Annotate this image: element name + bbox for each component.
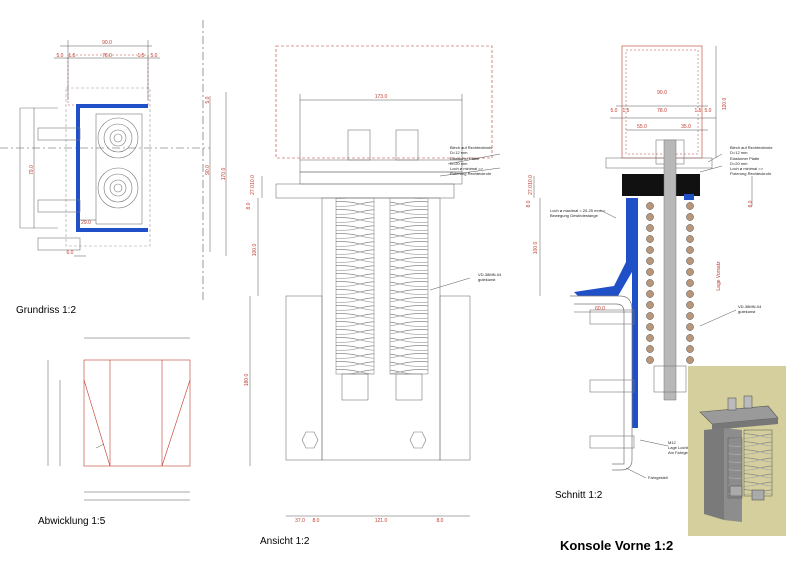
coil-section-right	[686, 246, 694, 254]
dim-g-79: 79.0	[29, 165, 35, 175]
dim-s-27: 27.0	[528, 185, 534, 195]
coil-section-right	[686, 279, 694, 287]
schnitt-view: 90.0 5.0 1.5 78.0 1.5 5.0 55.0 35.0 120.…	[526, 45, 774, 480]
ansicht-label: Ansicht 1:2	[260, 536, 310, 547]
spring-right-elev	[389, 197, 429, 375]
coil-section-left	[646, 257, 654, 265]
coil-section-left	[646, 224, 654, 232]
blue-bracket-section	[574, 198, 638, 428]
dim-s-5a: 5.0	[611, 108, 618, 114]
dim-g-6: 6.0	[67, 250, 74, 256]
coil-section-left	[646, 312, 654, 320]
spring-plan-top	[97, 117, 139, 159]
coil-section-left	[646, 356, 654, 364]
dim-s-10: 10.0	[528, 175, 534, 185]
coil-section-right	[686, 268, 694, 276]
dim-s-15a: 1.5	[623, 108, 630, 114]
note-s-loch: Loch ø maximal = 20-25 mm=> Bewegung Gew…	[550, 208, 607, 218]
dim-g-78: 78.0	[102, 53, 112, 59]
dim-g-15b: 1.5	[138, 53, 145, 59]
dim-a-121: 121.0	[375, 518, 388, 524]
coil-section-right	[686, 202, 694, 210]
dim-a-8b: 8.0	[313, 518, 320, 524]
note-s-vd: VD-38MN-04 gutekunst	[738, 304, 762, 314]
note-s-elast: Elastomer Platte D=20 mm Loch ø minimal …	[730, 156, 772, 176]
spring-left-elev	[335, 197, 375, 375]
dim-s-60: 60.0	[595, 306, 605, 312]
coil-section-left	[646, 290, 654, 298]
coil-section-right	[686, 235, 694, 243]
abwicklung-label: Abwicklung 1:5	[38, 516, 106, 527]
grundriss-view: 90.0 5.0 1.5 78.0 1.5 5.0 79.0 29.0 5.0 …	[0, 20, 227, 300]
coil-section-right	[686, 224, 694, 232]
dim-s-8r: 8.0	[748, 200, 754, 207]
note-s-blech: Blech auf Rechtecktrohr D=12 mm	[730, 145, 774, 155]
dim-a-8c: 8.0	[437, 518, 444, 524]
dim-a-37: 37.0	[295, 518, 305, 524]
dim-a-10: 10.0	[250, 175, 256, 185]
abwicklung-view	[47, 337, 191, 501]
coil-section-right	[686, 290, 694, 298]
dim-g-5b: 5.0	[151, 53, 158, 59]
dim-a-180: 180.0	[244, 374, 250, 387]
grundriss-label: Grundriss 1:2	[16, 305, 77, 316]
note-a-vd: VD-38MN-04 gutekunst	[478, 272, 502, 282]
dim-s-100: 100.0	[533, 242, 539, 255]
coil-section-right	[686, 323, 694, 331]
coil-section-right	[686, 301, 694, 309]
dim-g-90v: 90.0	[205, 165, 211, 175]
sheet-title: Konsole Vorne 1:2	[560, 538, 674, 553]
coil-section-right	[686, 356, 694, 364]
coil-section-right	[686, 213, 694, 221]
spring-coils-section	[646, 202, 694, 364]
coil-section-right	[686, 312, 694, 320]
coil-section-right	[686, 345, 694, 353]
spring-plan-bottom	[97, 167, 139, 209]
coil-section-left	[646, 301, 654, 309]
coil-section-left	[646, 235, 654, 243]
coil-section-left	[646, 323, 654, 331]
coil-section-right	[686, 334, 694, 342]
coil-section-left	[646, 268, 654, 276]
dim-g-5c: 5.0	[205, 96, 211, 103]
dim-s-35: 35.0	[681, 124, 691, 130]
dim-s-78: 78.0	[657, 108, 667, 114]
dim-a-27: 27.0	[250, 185, 256, 195]
dim-s-90: 90.0	[657, 90, 667, 96]
schnitt-label: Schnitt 1:2	[555, 490, 603, 501]
coil-section-left	[646, 279, 654, 287]
dim-g-170: 170.0	[221, 168, 227, 181]
coil-section-left	[646, 246, 654, 254]
render-3d-image	[688, 366, 786, 536]
grundriss-dimensions	[33, 40, 227, 257]
dim-g-29: 29.0	[81, 220, 91, 226]
coil-section-right	[686, 257, 694, 265]
dim-g-5a: 5.0	[57, 53, 64, 59]
coil-section-left	[646, 202, 654, 210]
blue-bracket-plan	[76, 104, 148, 232]
coil-section-left	[646, 213, 654, 221]
dim-s-lage: Lage Vorsatz	[716, 261, 722, 291]
ansicht-view: 173.0 10.0 27.0 8.0 100.0 180.0 37.0 8.0…	[244, 45, 502, 524]
dim-a-100: 100.0	[252, 244, 258, 257]
dim-g-15a: 1.5	[69, 53, 76, 59]
dim-a-173: 173.0	[375, 94, 388, 100]
coil-section-left	[646, 334, 654, 342]
dim-a-8: 8.0	[246, 202, 252, 209]
dim-s-120: 120.0	[722, 98, 728, 111]
coil-section-left	[646, 345, 654, 353]
dim-s-5b: 5.0	[705, 108, 712, 114]
dim-g-90: 90.0	[102, 40, 112, 46]
note-a-blech: Blech auf Rechtecktrohr D=12 mm	[450, 145, 494, 155]
dim-s-55: 55.0	[637, 124, 647, 130]
note-a-elast: Elastomer Platte D=20 mm Loch ø minimal …	[450, 156, 492, 176]
dim-s-15b: 1.5	[695, 108, 702, 114]
dim-s-8: 8.0	[526, 200, 532, 207]
note-s-m12: M12 Lage Lochblid Am Fahrgestell	[668, 440, 695, 455]
note-s-fahrgestell: Fahrgestell	[648, 475, 668, 480]
